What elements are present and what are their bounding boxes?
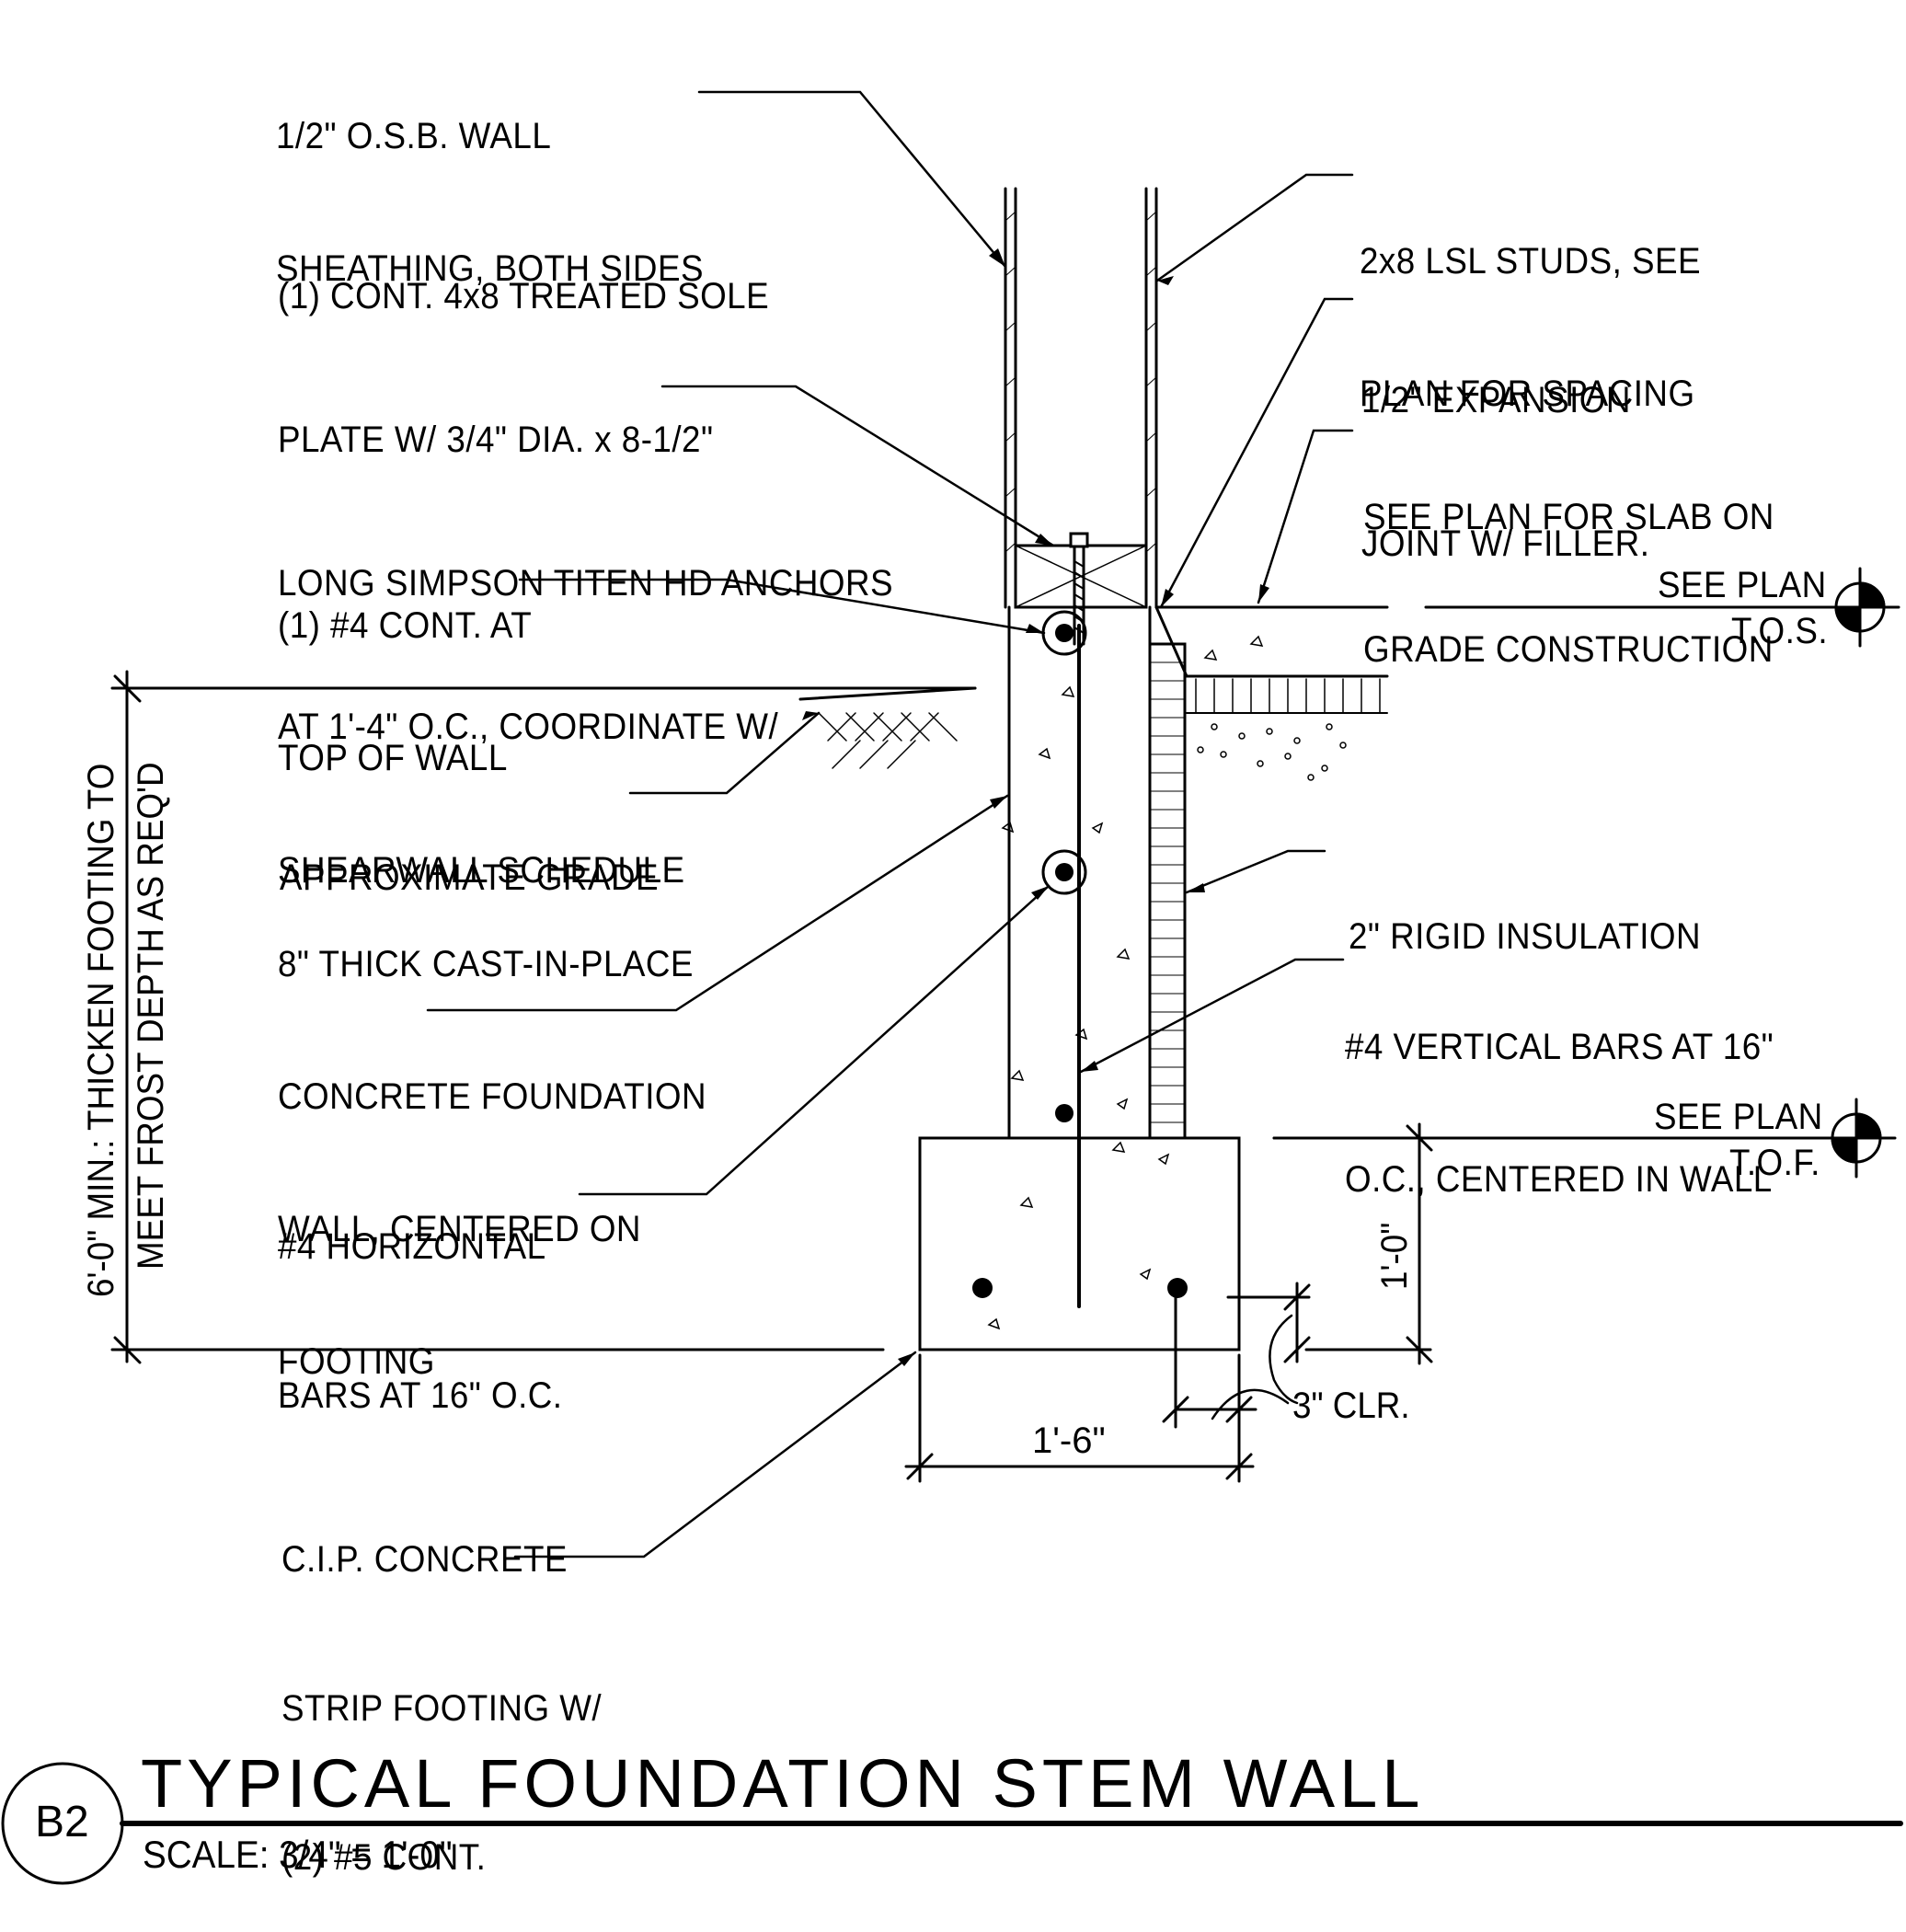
note-wall: 8" THICK CAST-IN-PLACE CONCRETE FOUNDATI… bbox=[278, 944, 707, 1382]
leader-expansion bbox=[1159, 297, 1354, 609]
horizontal-bar-dot bbox=[1055, 863, 1074, 881]
approximate-grade-line bbox=[798, 686, 977, 701]
top-bar-dot bbox=[1055, 624, 1074, 642]
tos-label: SEE PLAN bbox=[1658, 565, 1827, 605]
tof-elevation-marker bbox=[1272, 1098, 1897, 1179]
note-footing: C.I.P. CONCRETE STRIP FOOTING W/ (2) #5 … bbox=[281, 1539, 603, 1878]
drawing-title: TYPICAL FOUNDATION STEM WALL bbox=[141, 1745, 1425, 1822]
clear-cover-text: 3" CLR. bbox=[1292, 1386, 1410, 1426]
leader-footing bbox=[513, 1351, 917, 1558]
footing-bar-right bbox=[1167, 1278, 1188, 1298]
tos-elevation-marker bbox=[1820, 567, 1900, 648]
tos-sublabel: T.O.S. bbox=[1731, 611, 1829, 651]
note-top-bar: (1) #4 CONT. AT TOP OF WALL bbox=[278, 605, 533, 778]
drawing-scale: SCALE: 3/4" = 1'-0" bbox=[143, 1833, 453, 1876]
note-osb: 1/2" O.S.B. WALL SHEATHING, BOTH SIDES bbox=[276, 116, 704, 289]
vapor-barrier-hatch bbox=[1195, 678, 1381, 714]
leader-grade bbox=[628, 711, 821, 795]
leader-vert-bars bbox=[1079, 958, 1345, 1074]
leader-wall bbox=[426, 794, 1009, 1012]
note-expansion: 1/2" EXPANSION JOINT W/ FILLER. bbox=[1361, 380, 1650, 564]
bottom-wall-bar-dot bbox=[1055, 1104, 1074, 1122]
insulation-hatch bbox=[1149, 661, 1186, 1123]
gravel-fill bbox=[1197, 723, 1347, 781]
note-vert-bars: #4 VERTICAL BARS AT 16" O.C., CENTERED I… bbox=[1345, 1027, 1774, 1200]
note-slab: SEE PLAN FOR SLAB ON GRADE CONSTRUCTION bbox=[1363, 497, 1774, 670]
strip-footing bbox=[918, 1136, 1241, 1351]
rebar-dots bbox=[972, 624, 1188, 1298]
depth-dimension-text-1: 6'-0" MIN.: THICKEN FOOTING TO bbox=[81, 763, 121, 1297]
stem-wall-section-drawing bbox=[1, 90, 1903, 1885]
leader-insulation bbox=[1185, 849, 1326, 894]
concrete-aggregate bbox=[987, 635, 1264, 1330]
note-studs: 2x8 LSL STUDS, SEE PLAN FOR SPACING bbox=[1360, 241, 1701, 414]
footing-width-text: 1'-6" bbox=[1032, 1420, 1106, 1461]
note-sole-plate: (1) CONT. 4x8 TREATED SOLE PLATE W/ 3/4"… bbox=[278, 276, 894, 891]
horizontal-bar-circle bbox=[1041, 849, 1087, 895]
leader-studs bbox=[1155, 173, 1354, 282]
sheathing-hatch bbox=[1005, 211, 1157, 553]
slab-on-grade bbox=[1154, 605, 1389, 678]
note-insulation: 2" RIGID INSULATION bbox=[1349, 916, 1702, 957]
note-grade: APPROXIMATE GRADE bbox=[280, 857, 660, 898]
leader-slab bbox=[1257, 429, 1354, 604]
detail-tag: B2 bbox=[35, 1798, 89, 1846]
leader-osb bbox=[697, 90, 1007, 269]
tof-sublabel: T.O.F. bbox=[1729, 1143, 1820, 1183]
leader-top-bar bbox=[518, 578, 1046, 635]
leader-horiz-bars bbox=[578, 884, 1051, 1196]
footing-height-text: 1'-0" bbox=[1374, 1222, 1415, 1290]
note-horiz-bars: #4 HORIZONTAL BARS AT 16" O.C. bbox=[278, 1226, 563, 1416]
leader-sole-plate bbox=[660, 385, 1055, 547]
footing-bar-left bbox=[972, 1278, 993, 1298]
earth-hatch bbox=[818, 712, 958, 769]
tof-label: SEE PLAN bbox=[1654, 1097, 1823, 1137]
rigid-insulation bbox=[1148, 642, 1187, 1140]
depth-dimension-text-2: MEET FROST DEPTH AS REQ'D bbox=[131, 762, 171, 1270]
